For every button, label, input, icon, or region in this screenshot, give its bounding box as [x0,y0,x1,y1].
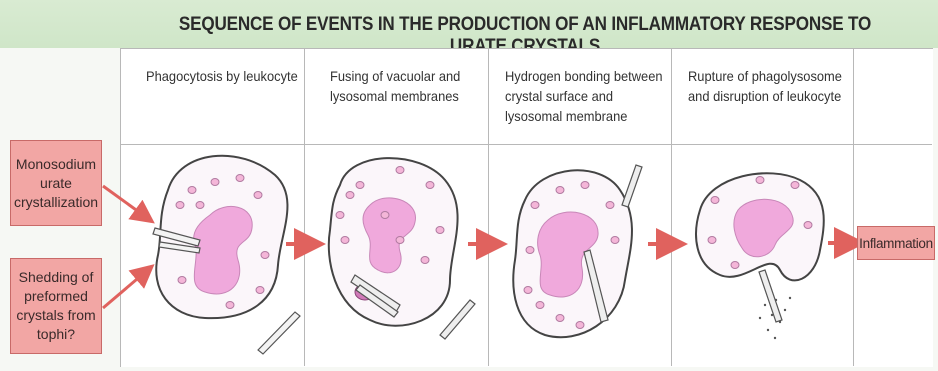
input-arrow-crystallization [103,186,150,220]
inflammation-box: Inflammation [857,226,935,260]
leukocyte-step-1 [153,156,300,354]
leukocyte-step-3 [513,165,642,337]
input-arrow-shedding [103,268,150,308]
leukocyte-step-4 [696,173,824,339]
urate-crystal [759,270,782,322]
leukocyte-step-2 [329,158,475,339]
